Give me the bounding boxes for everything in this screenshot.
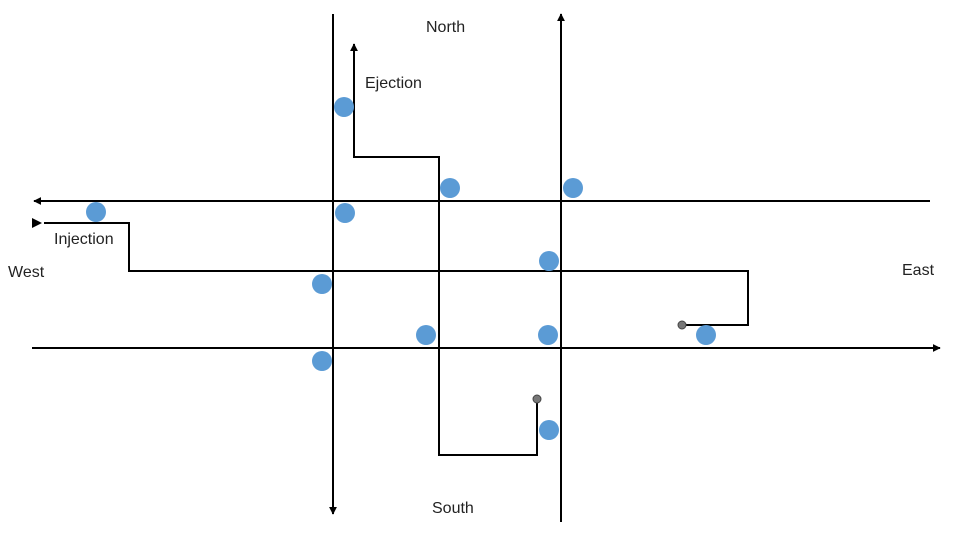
node	[312, 351, 332, 371]
node	[334, 97, 354, 117]
east-label: East	[902, 262, 935, 279]
node	[312, 274, 332, 294]
node	[440, 178, 460, 198]
node	[563, 178, 583, 198]
node-group	[86, 97, 716, 440]
node	[539, 251, 559, 271]
node	[696, 325, 716, 345]
ejection-path	[350, 43, 538, 456]
node	[416, 325, 436, 345]
ejection-label: Ejection	[365, 75, 422, 92]
ejection-path-start-point	[532, 394, 542, 404]
injection-path-end-point	[677, 320, 687, 330]
node	[335, 203, 355, 223]
node	[539, 420, 559, 440]
south-label: South	[432, 500, 474, 517]
west-label: West	[8, 264, 45, 281]
injection-label: Injection	[54, 231, 114, 248]
north-label: North	[426, 19, 466, 36]
node	[86, 202, 106, 222]
node	[538, 325, 558, 345]
injection-path	[44, 222, 749, 326]
injection-arrow-icon	[32, 218, 42, 228]
